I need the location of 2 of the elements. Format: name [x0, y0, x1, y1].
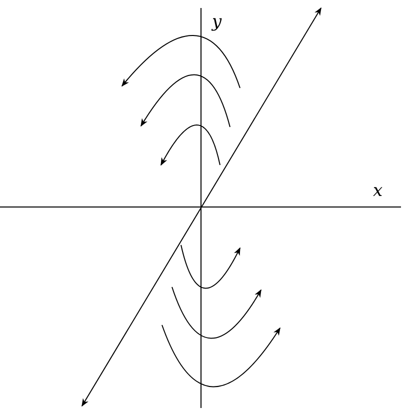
- axis-label: x: [373, 183, 383, 200]
- axis-label: y: [212, 14, 222, 31]
